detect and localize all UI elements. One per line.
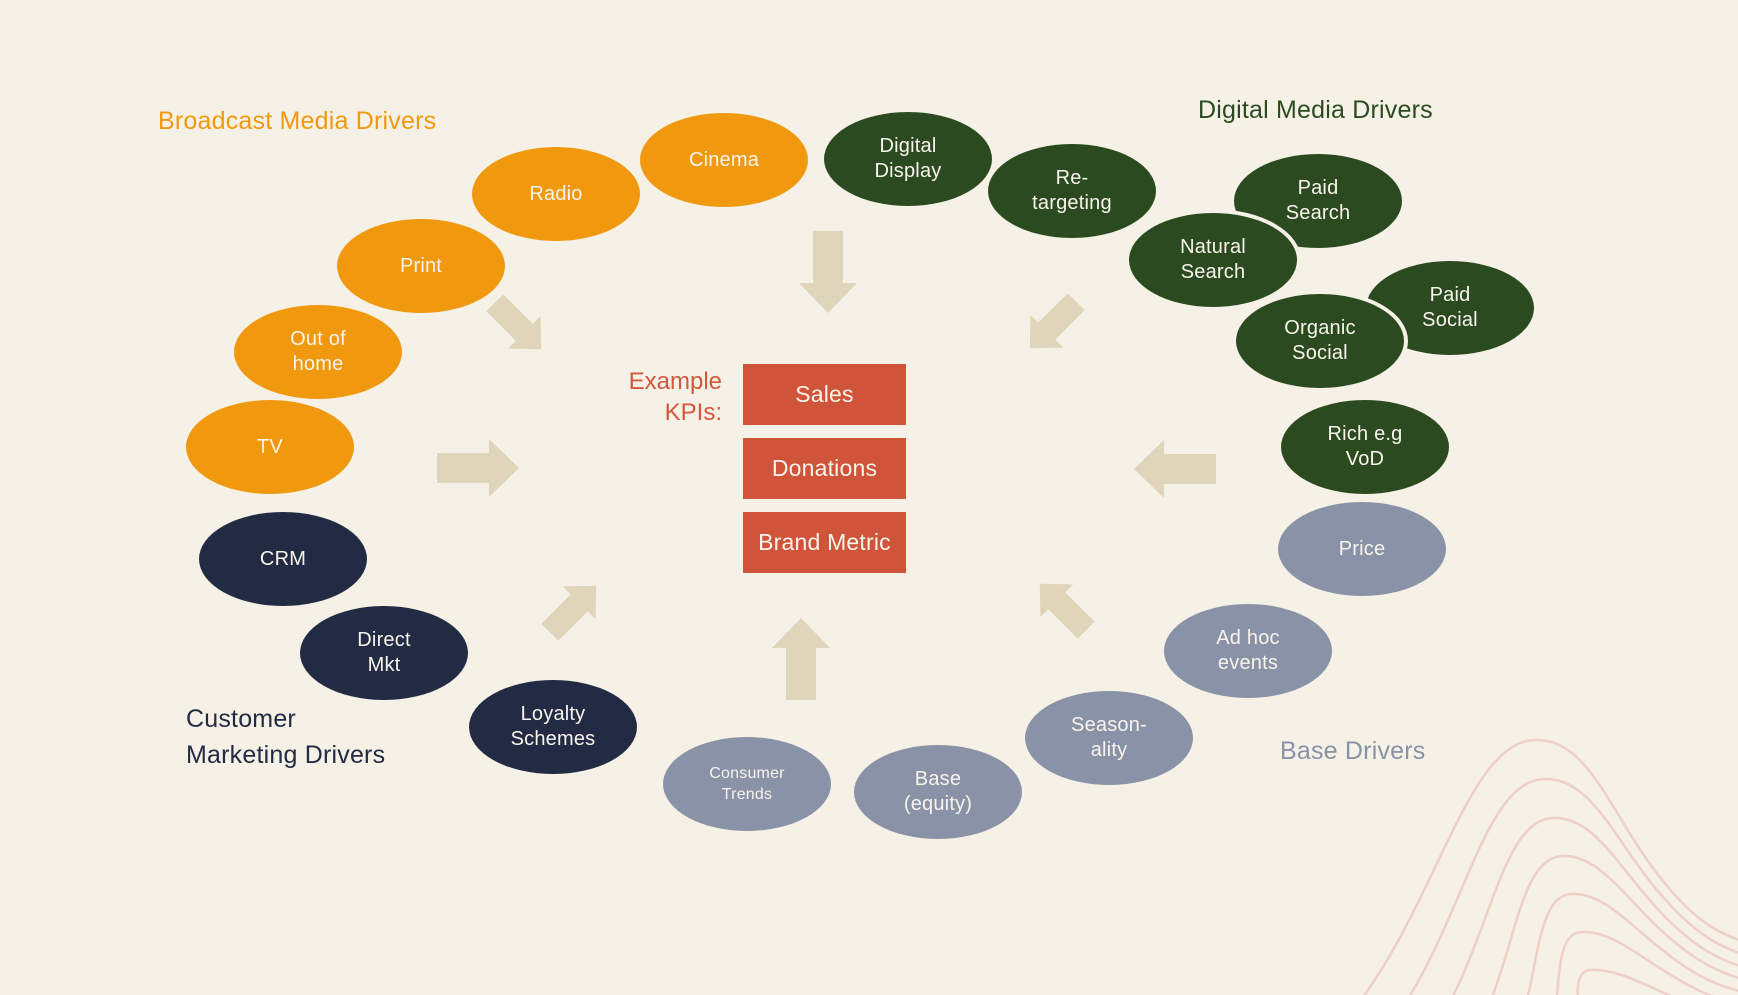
wave-line: [1451, 816, 1738, 995]
driver-ellipse-organic-social: Organic Social: [1236, 294, 1404, 388]
kpi-box-donations: Donations: [743, 438, 906, 499]
driver-ellipse-label: Ad hoc events: [1216, 627, 1280, 674]
group-title-customer-marketing: Customer Marketing Drivers: [186, 705, 386, 769]
driver-ellipse-label: Paid Social: [1422, 284, 1478, 331]
driver-ellipse-label: CRM: [259, 547, 307, 570]
driver-ellipse-natural-search: Natural Search: [1129, 213, 1297, 307]
driver-ellipse-label: Season- ality: [1071, 714, 1147, 761]
driver-ellipse-radio: Radio: [472, 147, 640, 241]
wave-line: [1491, 854, 1738, 995]
driver-ellipse-label: Natural Search: [1180, 236, 1246, 283]
driver-ellipse-label: Direct Mkt: [357, 629, 411, 676]
kpi-box-sales: Sales: [743, 364, 906, 425]
driver-ellipse-label: Loyalty Schemes: [510, 703, 596, 750]
group-title-digital-media: Digital Media Drivers: [1198, 96, 1433, 124]
wave-line: [1576, 968, 1672, 995]
driver-ellipse-out-of-home: Out of home: [234, 305, 402, 399]
example-kpis-caption: Example KPIs:: [628, 368, 722, 426]
flow-arrow-icon: [1039, 583, 1095, 639]
flow-arrow-icon: [541, 585, 597, 641]
driver-ellipse-price: Price: [1278, 502, 1446, 596]
driver-ellipse-label: Consumer Trends: [709, 765, 785, 803]
flow-arrow-icon: [799, 231, 857, 313]
driver-ellipse-loyalty-schemes: Loyalty Schemes: [469, 680, 637, 774]
flow-arrow-icon: [1134, 440, 1216, 498]
driver-ellipse-season-ality: Season- ality: [1025, 691, 1193, 785]
driver-ellipse-label: Print: [399, 254, 443, 277]
driver-ellipse-crm: CRM: [199, 512, 367, 606]
wave-line: [1526, 892, 1738, 995]
driver-ellipse-base-equity: Base (equity): [854, 745, 1022, 839]
driver-ellipse-print: Print: [337, 219, 505, 313]
driver-ellipse-label: Cinema: [688, 148, 760, 171]
driver-ellipse-rich-e-g-vod: Rich e.g VoD: [1281, 400, 1449, 494]
driver-ellipse-tv: TV: [186, 400, 354, 494]
driver-ellipse-label: Organic Social: [1284, 317, 1356, 364]
driver-ellipse-label: Out of home: [290, 328, 346, 375]
flow-arrow-icon: [772, 618, 830, 700]
kpi-box-brand-metric: Brand Metric: [743, 512, 906, 573]
driver-ellipse-digital-display: Digital Display: [824, 112, 992, 206]
driver-ellipse-label: Digital Display: [874, 135, 942, 182]
flow-arrow-icon: [437, 439, 519, 497]
wave-line: [1555, 930, 1713, 995]
flow-arrow-icon: [1029, 293, 1085, 349]
driver-ellipse-label: Radio: [529, 182, 583, 205]
driver-ellipse-re-targeting: Re- targeting: [988, 144, 1156, 238]
driver-ellipse-label: Base (equity): [903, 768, 973, 815]
driver-ellipse-direct-mkt: Direct Mkt: [300, 606, 468, 700]
contour-waves-decoration: [1362, 738, 1738, 995]
group-title-base-drivers: Base Drivers: [1280, 737, 1426, 765]
driver-ellipse-label: TV: [257, 435, 283, 458]
flow-arrow-icon: [486, 294, 542, 350]
wave-line: [1362, 738, 1738, 995]
driver-ellipse-ad-hoc-events: Ad hoc events: [1164, 604, 1332, 698]
driver-ellipse-consumer-trends: Consumer Trends: [663, 737, 831, 831]
driver-ellipse-cinema: Cinema: [640, 113, 808, 207]
driver-ellipse-label: Price: [1338, 537, 1386, 560]
wave-line: [1408, 777, 1738, 995]
driver-ellipse-label: Rich e.g VoD: [1327, 423, 1403, 470]
group-title-broadcast-media: Broadcast Media Drivers: [158, 107, 437, 135]
driver-ellipse-label: Paid Search: [1285, 177, 1351, 224]
driver-ellipse-label: Re- targeting: [1032, 167, 1112, 214]
